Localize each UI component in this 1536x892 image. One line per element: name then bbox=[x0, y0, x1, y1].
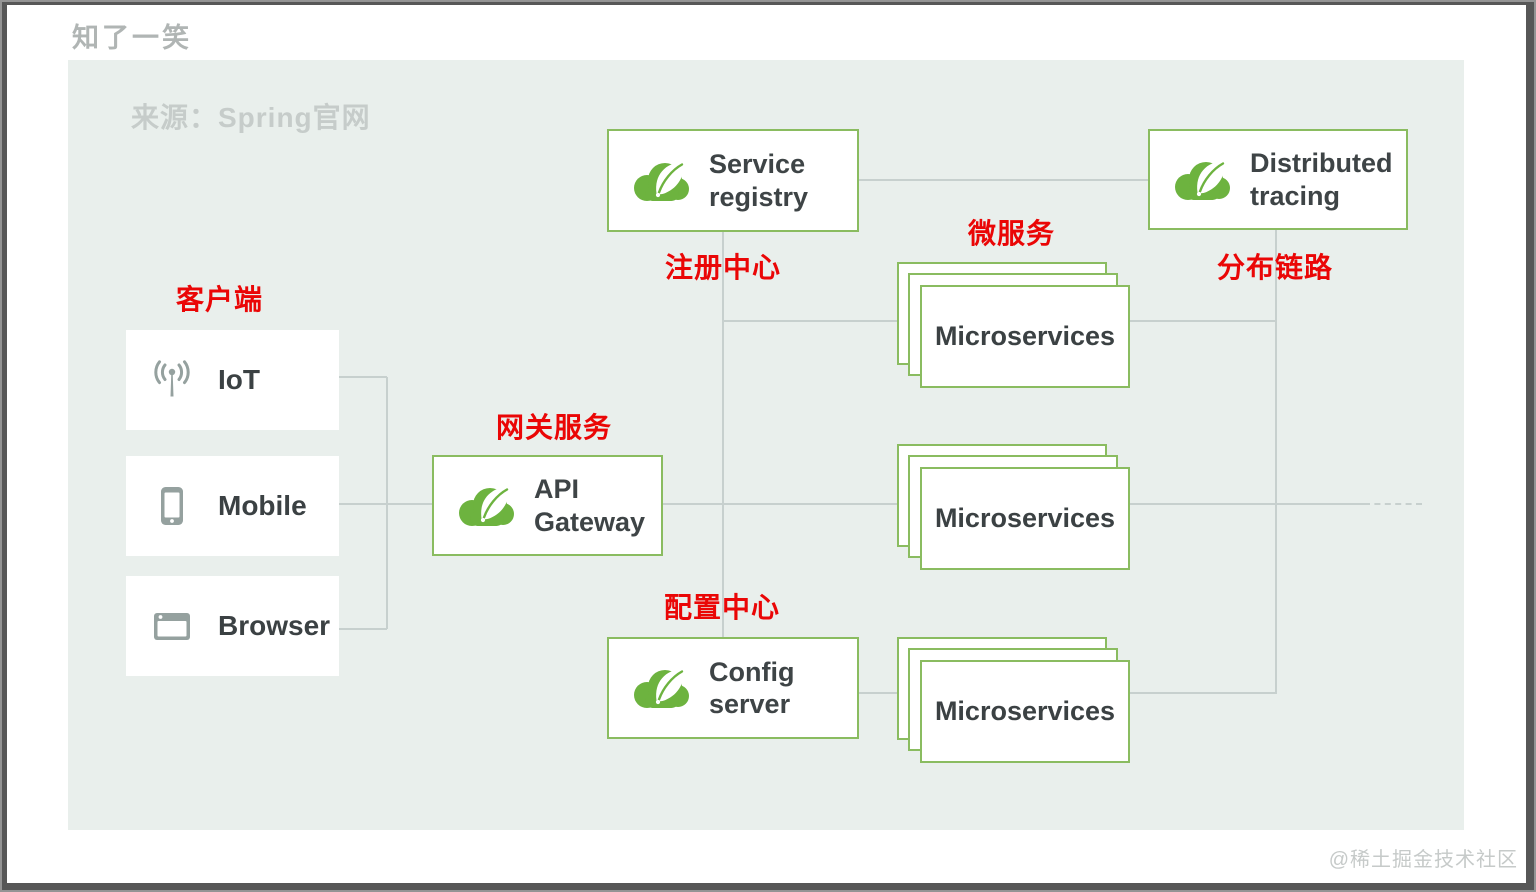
label-registry: 注册中心 bbox=[665, 252, 782, 283]
microservices-stack-middle: Microservices bbox=[897, 444, 1130, 570]
node-distributed-tracing: Distributed tracing bbox=[1148, 129, 1408, 230]
microservices-stack-bottom: Microservices bbox=[897, 637, 1130, 763]
node-label-line2: tracing bbox=[1250, 180, 1341, 211]
node-label-distributed-tracing: Distributed tracing bbox=[1250, 147, 1393, 212]
spring-leaf-icon bbox=[634, 160, 689, 201]
connector-iot bbox=[339, 376, 387, 378]
node-label-line1: Config bbox=[709, 656, 795, 687]
node-label-line1: Service bbox=[709, 149, 806, 180]
node-label-api-gateway: API Gateway bbox=[534, 473, 645, 538]
node-config-server: Config server bbox=[607, 637, 859, 739]
frame-top bbox=[0, 0, 1536, 5]
spring-leaf-icon bbox=[1175, 159, 1230, 200]
client-box-browser: Browser bbox=[126, 576, 339, 676]
connector-middle-dashed-end bbox=[1364, 503, 1422, 505]
client-box-mobile: Mobile bbox=[126, 456, 339, 556]
mobile-phone-icon bbox=[161, 487, 183, 525]
client-box-iot: IoT bbox=[126, 330, 339, 430]
label-gateway: 网关服务 bbox=[496, 412, 613, 443]
node-label-line2: server bbox=[709, 689, 791, 719]
connector-registry-config-vertical bbox=[722, 232, 724, 637]
client-label-mobile: Mobile bbox=[218, 490, 307, 521]
label-tracing: 分布链路 bbox=[1217, 252, 1334, 283]
frame-left bbox=[0, 0, 7, 892]
node-api-gateway: API Gateway bbox=[432, 455, 663, 556]
source-caption: 来源：Spring官网 bbox=[131, 102, 371, 133]
client-label-browser: Browser bbox=[218, 610, 331, 641]
stack-card-front: Microservices bbox=[920, 285, 1130, 388]
stack-card-front: Microservices bbox=[920, 660, 1130, 763]
spring-leaf-icon bbox=[634, 668, 689, 708]
stack-card-front: Microservices bbox=[920, 467, 1130, 570]
connector-registry-tracing bbox=[859, 179, 1148, 181]
microservices-stack-top: Microservices bbox=[897, 262, 1130, 388]
connector-tracing-vertical bbox=[1275, 230, 1277, 694]
node-label-config-server: Config server bbox=[709, 656, 794, 721]
spring-leaf-icon bbox=[459, 485, 514, 526]
label-config: 配置中心 bbox=[664, 592, 781, 623]
node-label-line2: registry bbox=[709, 181, 809, 212]
client-label-iot: IoT bbox=[218, 364, 260, 395]
node-label-line1: API bbox=[534, 474, 580, 505]
connector-browser bbox=[339, 628, 387, 630]
node-label-service-registry: Service registry bbox=[709, 148, 808, 213]
node-label-line1: Distributed bbox=[1250, 148, 1393, 179]
browser-window-icon bbox=[154, 613, 190, 640]
node-service-registry: Service registry bbox=[607, 129, 859, 232]
label-microservice: 微服务 bbox=[968, 218, 1056, 249]
label-client: 客户端 bbox=[176, 284, 264, 315]
iot-antenna-icon bbox=[154, 360, 190, 397]
frame-right bbox=[1526, 0, 1536, 892]
connector-mobile-gateway bbox=[339, 503, 432, 505]
node-label-line2: Gateway bbox=[534, 506, 646, 537]
bottom-watermark: @稀土掘金技术社区 bbox=[1328, 849, 1518, 871]
connector-clients-bus bbox=[386, 377, 388, 629]
frame-bottom bbox=[0, 883, 1536, 892]
top-watermark: 知了一笑 bbox=[72, 23, 192, 53]
